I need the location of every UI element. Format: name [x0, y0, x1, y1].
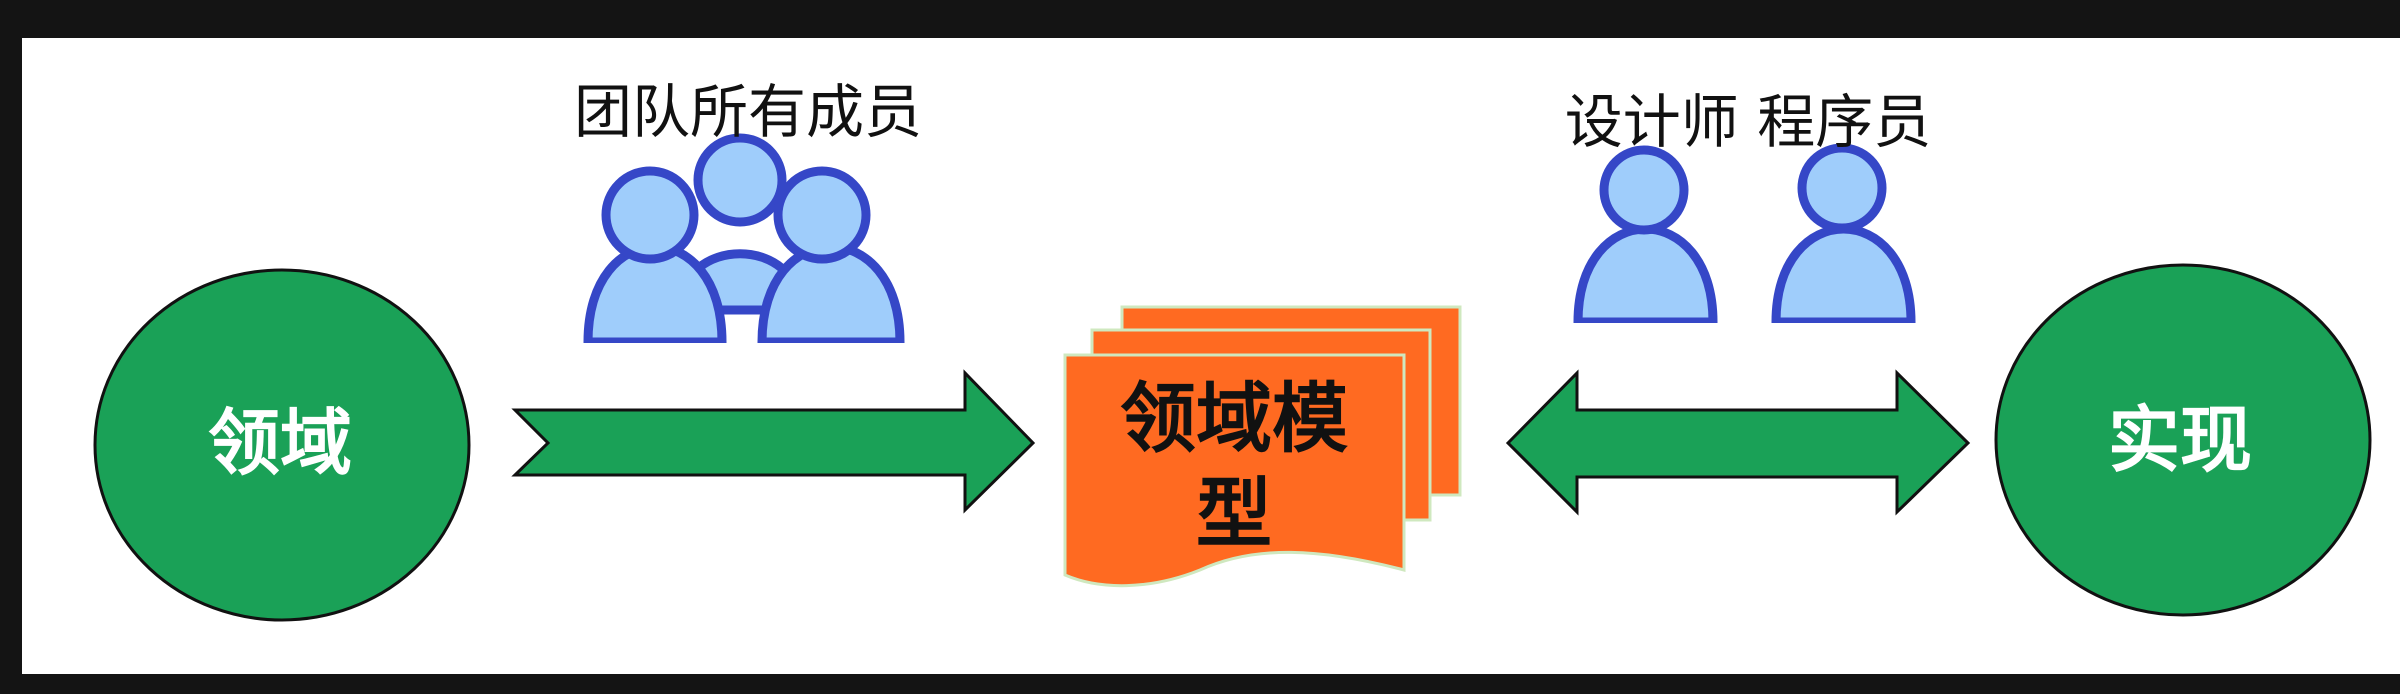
implementation-node: 实现: [1994, 263, 2372, 617]
designers-programmers-label: 设计师 程序员: [1565, 88, 1931, 156]
programmer-person-icon: [1771, 143, 1916, 327]
domain-circle: [93, 268, 471, 622]
domain-node: 领域: [93, 268, 471, 622]
stacked-documents-icon: [1063, 305, 1462, 588]
people-group-icon: [583, 133, 905, 347]
document-front: [1063, 353, 1406, 588]
designer-person-icon: [1573, 145, 1718, 327]
implementation-label: 实现: [2108, 398, 2252, 482]
domain-label: 领域: [208, 401, 352, 485]
model-implementation-double-arrow: [1505, 369, 1971, 516]
team-label: 团队所有成员: [574, 78, 922, 146]
domain-model-label-line1: 领域模: [1120, 374, 1348, 463]
domain-model-label-line2: 型: [1196, 469, 1272, 558]
implementation-circle: [1994, 263, 2372, 617]
domain-to-model-arrow: [511, 369, 1036, 514]
